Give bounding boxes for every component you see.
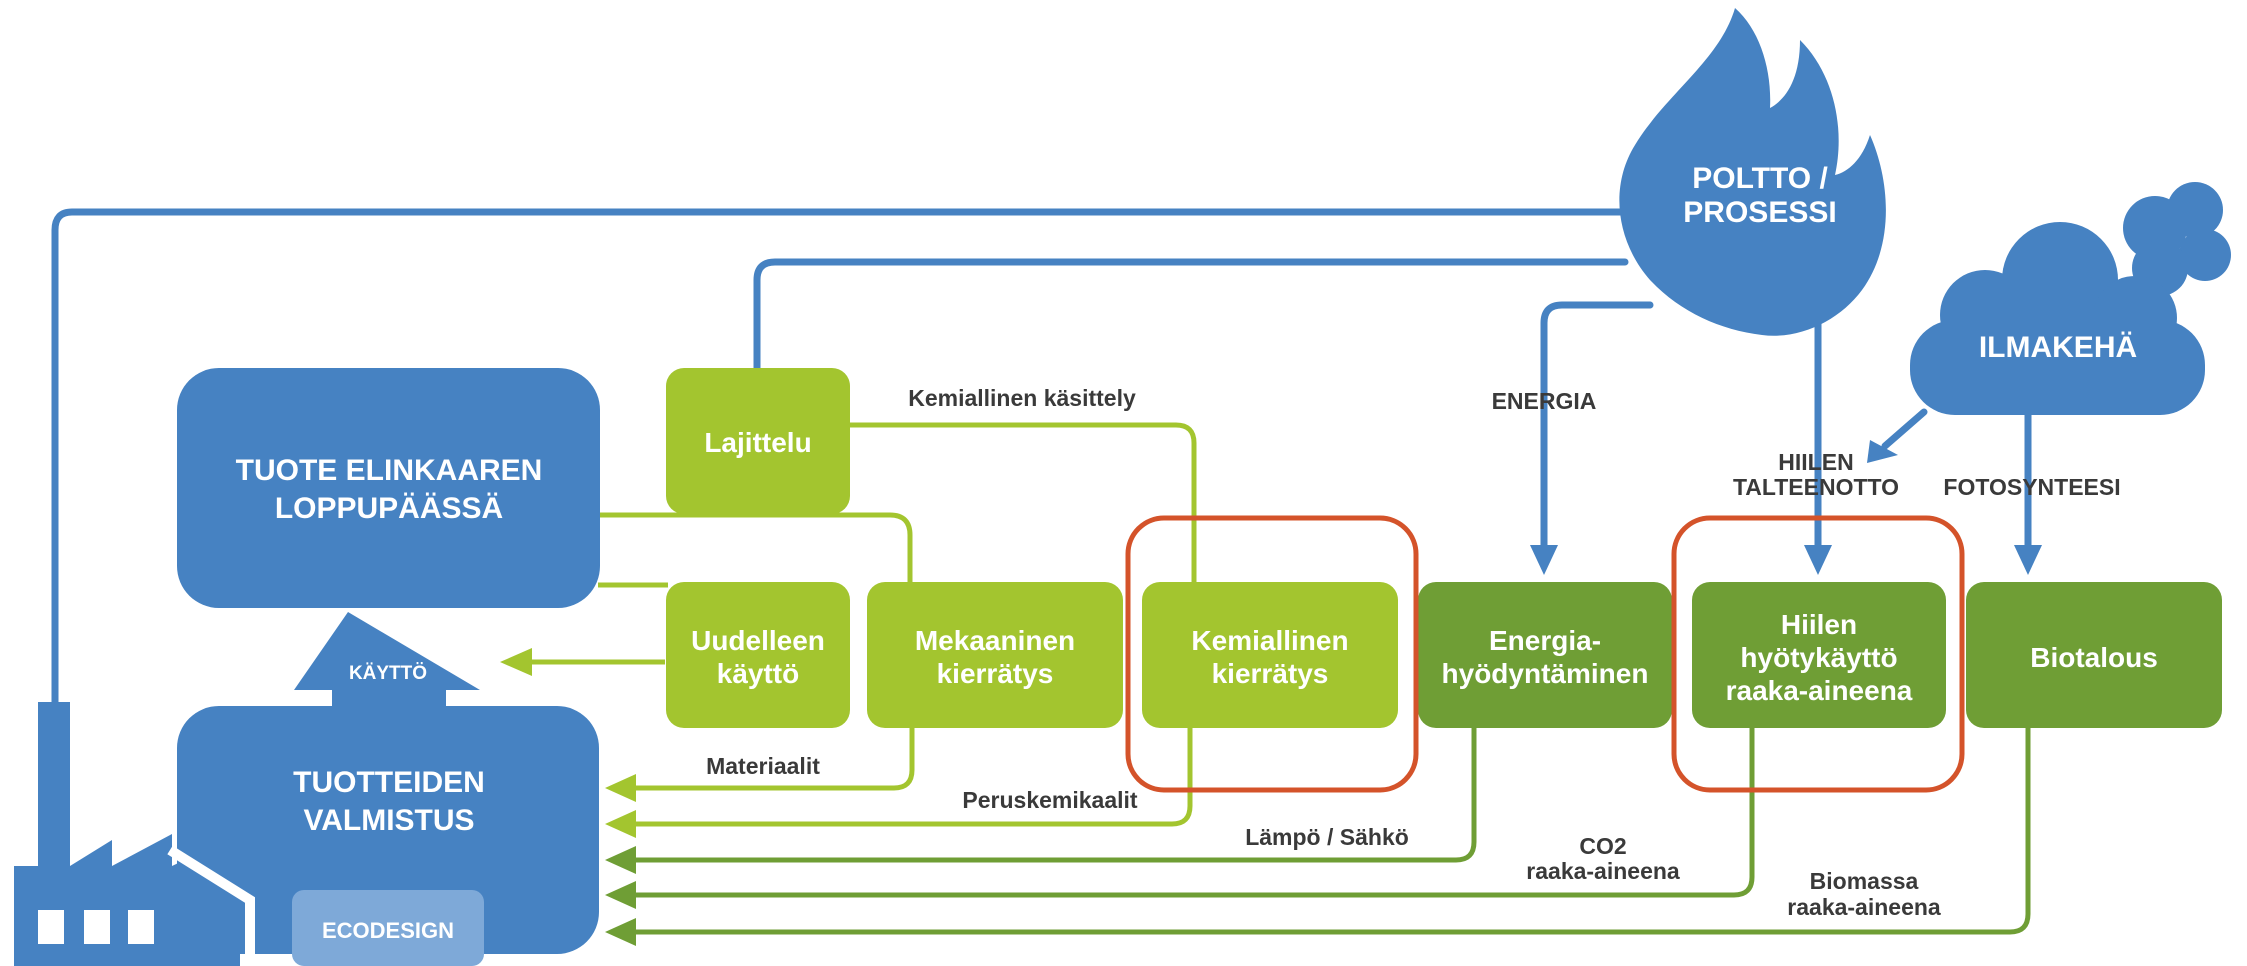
reuse-box xyxy=(666,582,850,728)
light-green-arrowheads xyxy=(500,648,636,838)
carbon-capture-arrowhead xyxy=(1804,545,1832,575)
end-of-life-box xyxy=(177,368,600,608)
sorting-label: Lajittelu xyxy=(704,427,811,458)
chemical-treatment-label: Kemiallinen käsittely xyxy=(908,385,1136,411)
biomass-feedstock-label-line1: Biomassa xyxy=(1810,868,1919,894)
combustion-label-line2: PROSESSI xyxy=(1683,196,1836,229)
flow-energy-arrow xyxy=(1540,301,1654,549)
atmosphere-label: ILMAKEHÄ xyxy=(1979,331,2137,364)
mechanical-label-line1: Mekaaninen xyxy=(915,625,1075,656)
energy-recovery-label-line2: hyödyntäminen xyxy=(1442,658,1649,689)
mechanical-recycling-box xyxy=(867,582,1123,728)
flow-materials xyxy=(632,728,915,791)
photosynthesis-label: FOTOSYNTEESI xyxy=(1943,474,2120,500)
flow-combustion-to-factory xyxy=(51,208,1629,709)
flow-heat-power xyxy=(632,728,1477,863)
end-of-life-label-line1: TUOTE ELINKAAREN xyxy=(236,454,543,487)
flame-icon xyxy=(1619,8,1886,336)
factory-separator xyxy=(167,845,255,966)
mechanical-label-line2: kierrätys xyxy=(937,658,1054,689)
reuse-label-line1: Uudelleen xyxy=(691,625,825,656)
manufacturing-box xyxy=(177,706,599,954)
ecodesign-label: ECODESIGN xyxy=(322,918,454,943)
base-chemicals-label: Peruskemikaalit xyxy=(962,787,1138,813)
use-label: KÄYTTÖ xyxy=(349,663,427,684)
carbon-utilization-box xyxy=(1692,582,1946,728)
reuse-arrowhead xyxy=(500,648,532,676)
reuse-label-line2: käyttö xyxy=(717,658,799,689)
highlight-carbon-utilization xyxy=(1671,515,1965,793)
flow-biomass-feedstock xyxy=(632,728,2031,935)
flow-co2-feedstock xyxy=(632,728,1755,898)
chemical-label-line1: Kemiallinen xyxy=(1191,625,1348,656)
energy-label: ENERGIA xyxy=(1492,388,1597,414)
materials-arrowhead xyxy=(605,774,636,802)
energy-recovery-box xyxy=(1418,582,1672,728)
flow-sorting-to-chemical xyxy=(848,422,1197,585)
materials-label: Materiaalit xyxy=(706,753,820,779)
use-arrow xyxy=(294,612,480,712)
flow-combustion-to-sorting xyxy=(753,258,1629,374)
bioeconomy-label: Biotalous xyxy=(2030,642,2158,673)
biomass-feedstock-label-line2: raaka-aineena xyxy=(1787,894,1941,920)
co2-arrowhead xyxy=(605,881,636,909)
manufacturing-label-line1: TUOTTEIDEN xyxy=(293,766,485,799)
biomass-arrowhead xyxy=(605,918,636,946)
co2-feedstock-label-line1: CO2 xyxy=(1579,833,1626,859)
flow-atmosphere-to-capture xyxy=(1881,408,1928,450)
energy-recovery-label-line1: Energia- xyxy=(1489,625,1601,656)
heat-power-label: Lämpö / Sähkö xyxy=(1245,824,1409,850)
blue-arrowheads xyxy=(1530,440,2042,575)
co2-feedstock-label-line2: raaka-aineena xyxy=(1526,858,1680,884)
photosynthesis-arrowhead xyxy=(2014,545,2042,575)
bioeconomy-box xyxy=(1966,582,2222,728)
carbon-label-line2: hyötykäyttö xyxy=(1740,642,1897,673)
blue-flow-lines xyxy=(51,208,2032,709)
flow-base-chemicals xyxy=(632,728,1193,827)
manufacturing-label-line2: VALMISTUS xyxy=(303,804,474,837)
ecodesign-box xyxy=(292,890,484,966)
heat-power-arrowhead xyxy=(605,846,636,874)
factory-icon xyxy=(14,702,240,966)
energy-arrowhead xyxy=(1530,545,1558,575)
chemical-recycling-box xyxy=(1142,582,1398,728)
carbon-label-line3: raaka-aineena xyxy=(1726,675,1913,706)
dark-green-arrowheads xyxy=(605,846,636,946)
carbon-capture-label-line2: TALTEENOTTO xyxy=(1733,474,1899,500)
cloud-icon xyxy=(1910,182,2231,415)
chemical-label-line2: kierrätys xyxy=(1212,658,1329,689)
atmosphere-capture-arrowhead xyxy=(1867,440,1898,463)
sorting-box xyxy=(666,368,850,514)
base-chemicals-arrowhead xyxy=(605,810,636,838)
dark-green-flow-lines xyxy=(632,728,2031,935)
flow-eol-to-mechanical xyxy=(598,512,913,585)
carbon-capture-label-line1: HIILEN xyxy=(1778,449,1853,475)
combustion-label-line1: POLTTO / xyxy=(1692,162,1828,195)
light-green-flow-lines xyxy=(528,422,1197,827)
carbon-label-line1: Hiilen xyxy=(1781,609,1857,640)
highlight-chemical-recycling xyxy=(1125,515,1419,793)
end-of-life-label-line2: LOPPUPÄÄSSÄ xyxy=(275,492,503,525)
